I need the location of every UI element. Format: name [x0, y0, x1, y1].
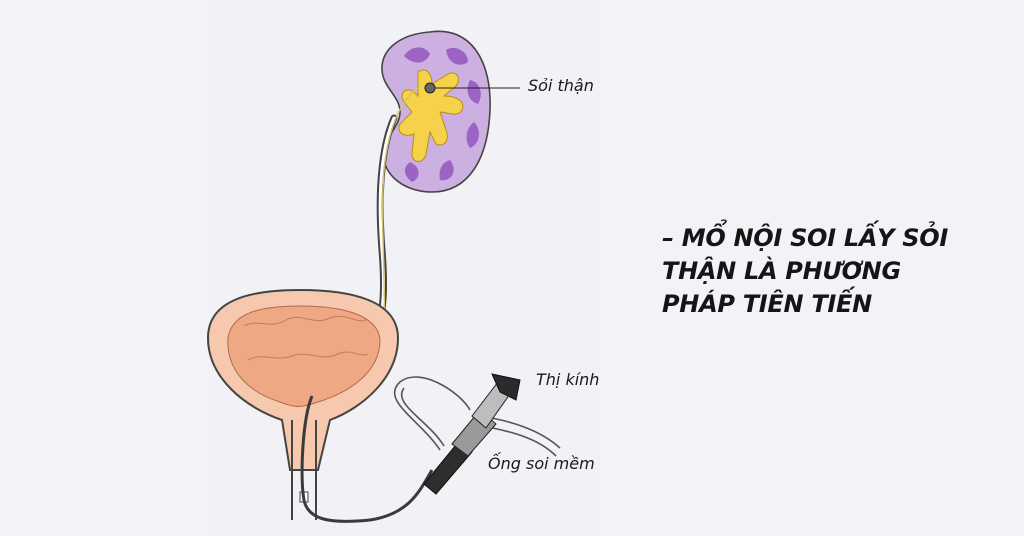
kidney-stone-label: Sỏi thận: [528, 76, 594, 95]
headline: – MỔ NỘI SOI LẤY SỎI THẬN LÀ PHƯƠNG PHÁP…: [662, 222, 1002, 321]
flexible-scope-label: Ống soi mềm: [488, 454, 595, 473]
headline-line-2: THẬN LÀ PHƯƠNG: [662, 257, 901, 285]
headline-line-3: PHÁP TIÊN TIẾN: [662, 290, 872, 318]
eyepiece-label: Thị kính: [536, 370, 600, 389]
flexible-scope-cable: [300, 395, 434, 523]
kidney-stone: [424, 82, 436, 94]
headline-line-1: – MỔ NỘI SOI LẤY SỎI: [662, 224, 948, 252]
bladder: [206, 288, 400, 520]
eyepiece: [491, 373, 521, 401]
kidney: [381, 30, 491, 193]
